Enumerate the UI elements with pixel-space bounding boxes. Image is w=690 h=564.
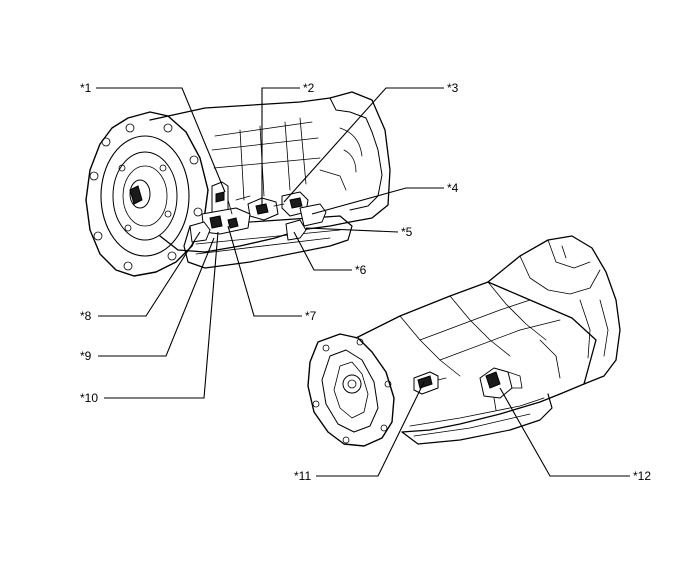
leader-9 — [98, 237, 215, 357]
transmission-view-top — [85, 91, 391, 277]
leader-lines — [96, 87, 630, 477]
callout-9: *9 — [80, 349, 92, 363]
leader-4 — [311, 187, 444, 215]
leader-5 — [305, 227, 399, 233]
callout-1: *1 — [80, 81, 92, 95]
callout-5: *5 — [401, 225, 413, 239]
leader-10 — [104, 231, 219, 399]
callout-10: *10 — [80, 391, 98, 405]
leader-11 — [316, 381, 425, 477]
leader-12 — [499, 387, 630, 477]
leader-6 — [293, 231, 352, 271]
leader-7 — [227, 225, 302, 317]
callout-11: *11 — [294, 469, 311, 483]
leader-2 — [261, 87, 300, 206]
callout-8: *8 — [80, 309, 92, 323]
switch-12-part — [479, 367, 523, 411]
leader-1 — [96, 87, 226, 193]
solenoid-cluster-top — [189, 181, 327, 243]
transmission-view-bottom — [307, 235, 621, 447]
leader-3 — [283, 87, 444, 203]
callout-7: *7 — [305, 309, 317, 323]
callout-labels: *1 *2 *3 *4 *5 *6 *7 *8 *9 *10 *11 *12 — [80, 81, 651, 483]
callout-2: *2 — [303, 81, 315, 95]
leader-8 — [98, 231, 201, 317]
callout-4: *4 — [447, 181, 459, 195]
callout-6: *6 — [355, 263, 367, 277]
callout-12: *12 — [633, 469, 651, 483]
sensor-11-part — [413, 371, 447, 395]
callout-3: *3 — [447, 81, 459, 95]
